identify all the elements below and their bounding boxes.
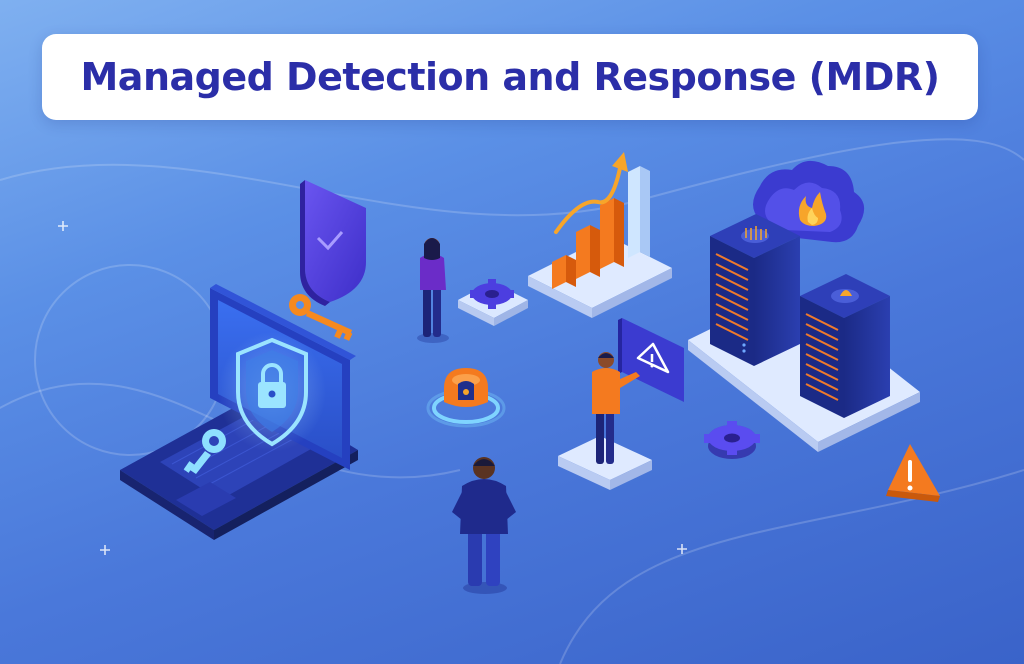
orange-key-icon	[289, 294, 353, 341]
observer-person-icon	[452, 457, 516, 594]
server-icon-2	[800, 274, 890, 418]
bar-chart-icon	[528, 152, 672, 318]
sparkle-icons	[58, 221, 687, 555]
person-icon	[417, 238, 449, 343]
title-card: Managed Detection and Response (MDR)	[42, 34, 978, 120]
alert-panel	[618, 318, 684, 402]
warning-icon	[886, 444, 940, 502]
shield-icon	[300, 180, 366, 306]
server-icon	[710, 214, 800, 366]
gear-icon	[458, 279, 528, 326]
key-icon	[183, 429, 226, 474]
cloud-fire-icon	[753, 160, 865, 243]
analyst-person-icon	[558, 352, 652, 490]
padlock-icon	[426, 368, 506, 428]
shield-lock-icon	[218, 332, 326, 452]
gear-icon-2	[704, 421, 760, 459]
page-title: Managed Detection and Response (MDR)	[80, 55, 940, 99]
